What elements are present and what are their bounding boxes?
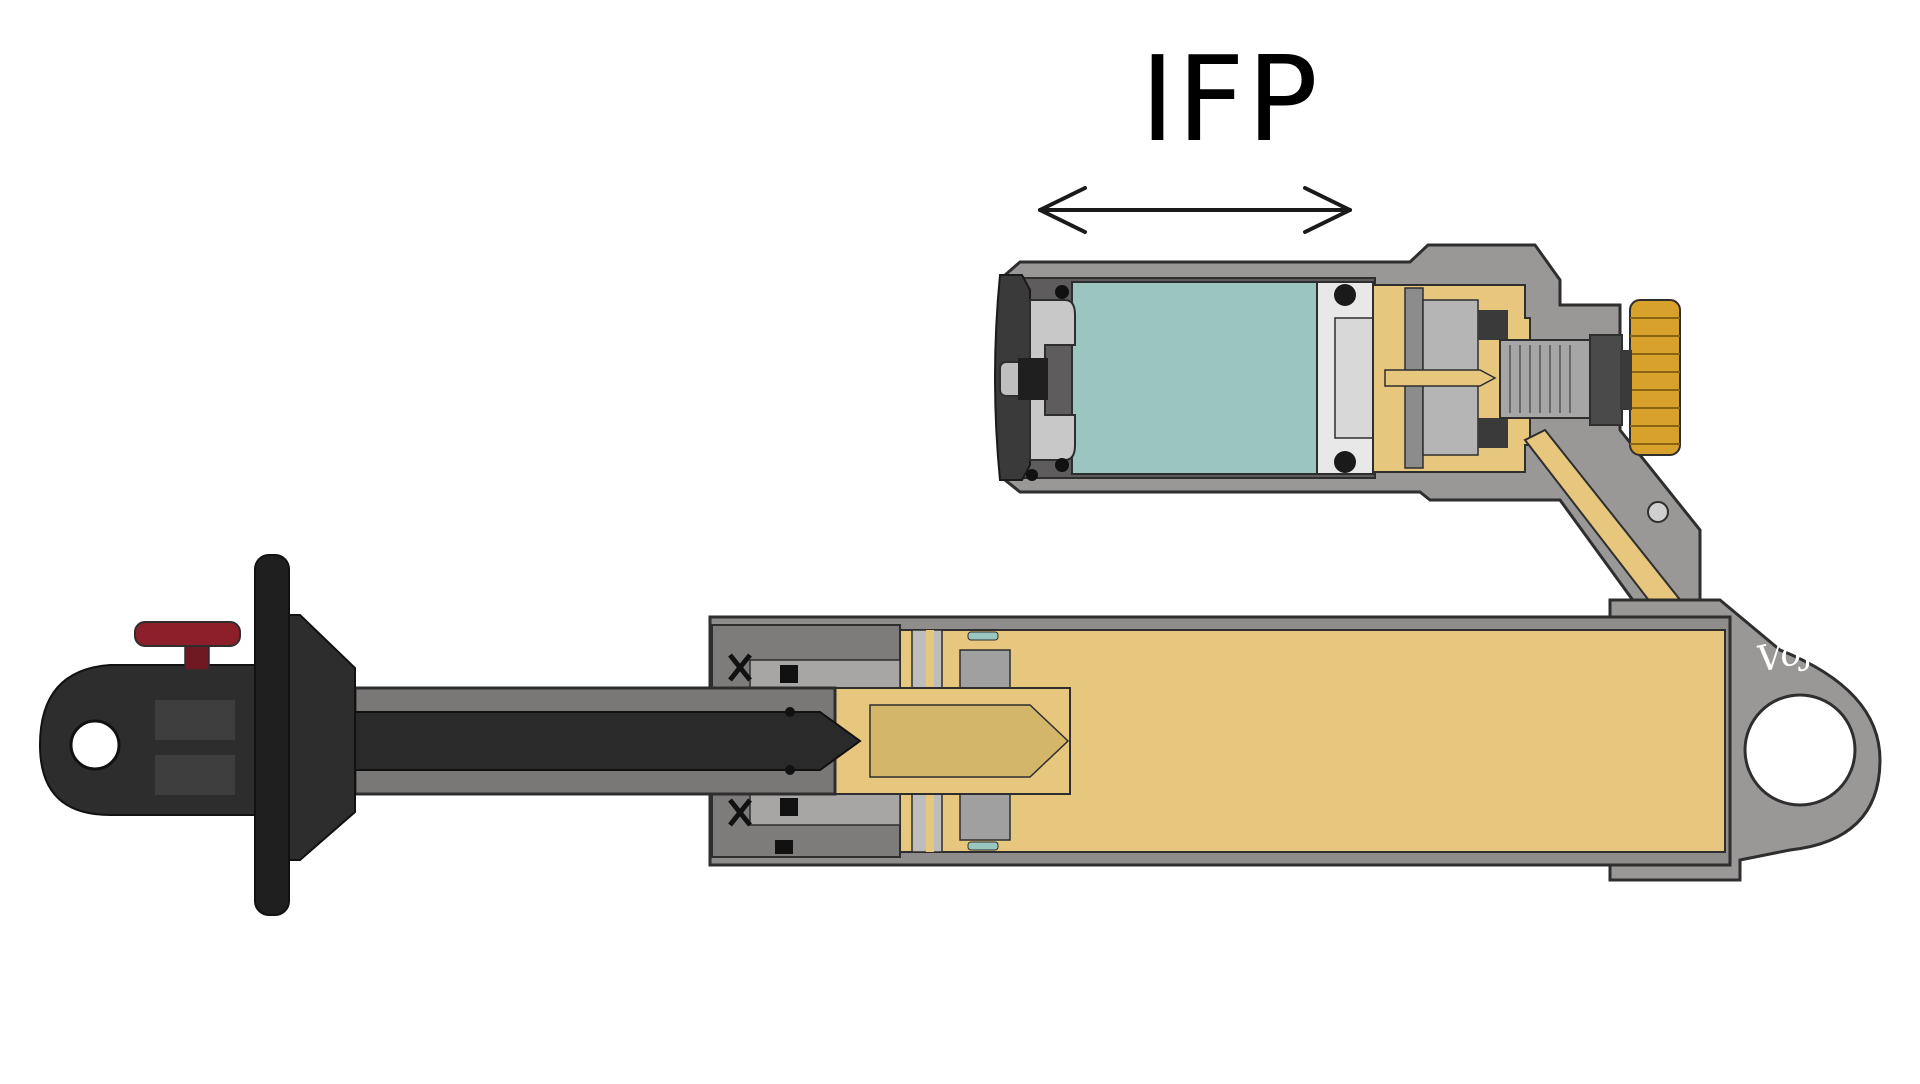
piston-wear-band [967, 631, 999, 641]
seal-head-oring [780, 798, 798, 816]
oil-port [1384, 369, 1497, 387]
adjuster-threads [1509, 345, 1571, 413]
piston-wear-band [967, 841, 999, 851]
valve-spring [1478, 310, 1508, 340]
bumper-disc [254, 554, 290, 916]
compression-adjuster-knob [1620, 299, 1681, 456]
adjuster-bushing [1589, 334, 1623, 426]
eyelet-slot [155, 755, 235, 795]
adjuster-rod [1499, 339, 1591, 419]
shaft-eyelet-hole [69, 719, 121, 771]
double-headed-arrow-icon [1038, 186, 1352, 234]
shaft-oring [785, 765, 795, 775]
reservoir [994, 243, 1721, 801]
shaft-oring [785, 707, 795, 717]
ifp-seal [1334, 451, 1356, 473]
cap-o-ring [1026, 469, 1038, 481]
ifp-seal [1334, 284, 1356, 306]
cap-o-ring [1055, 285, 1069, 299]
eyelet-hole [1743, 693, 1857, 807]
ifp-label: IFP [1140, 30, 1320, 168]
valve-spring [1478, 418, 1508, 448]
bottom-out-bumper [284, 614, 356, 861]
end-cap-plug [1029, 299, 1076, 461]
rebound-rod [339, 711, 862, 771]
main-body: Vojo [708, 598, 1882, 882]
gas-chamber [1071, 281, 1318, 475]
cap-o-ring [1055, 458, 1069, 472]
valve-core [1018, 358, 1048, 400]
bleed-screw [1647, 501, 1669, 523]
seal-head-oring [780, 665, 798, 683]
ifp-piston-core [1334, 317, 1374, 439]
damper-shaft-assembly [38, 554, 862, 916]
x-ring-icon [728, 653, 752, 827]
eyelet-slot [155, 700, 235, 740]
seal-head-oring [775, 840, 793, 854]
rebound-adjuster-knob [134, 621, 241, 671]
rebound-needle [869, 704, 1070, 778]
